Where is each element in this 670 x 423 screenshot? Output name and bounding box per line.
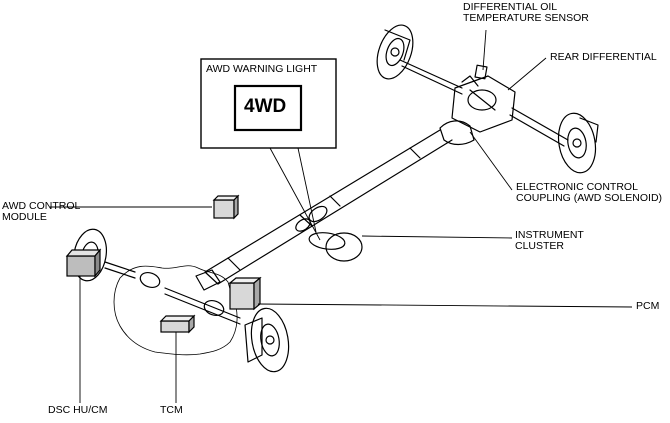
label-electronic-coupling: ELECTRONIC CONTROL COUPLING (AWD SOLENOI… [516, 181, 663, 204]
label-pcm: PCM [636, 300, 660, 312]
leader-warning [297, 147, 317, 233]
leader-warning-2 [269, 147, 321, 241]
warning-box-frame [200, 58, 337, 149]
propeller-shaft [204, 129, 453, 285]
warning-box-title: AWD WARNING LIGHT [206, 63, 318, 75]
transfer-unit [195, 269, 221, 291]
leader-diff-oil [482, 29, 487, 71]
label-rear-differential: REAR DIFFERENTIAL [550, 51, 657, 63]
awd-control-module-side [233, 194, 239, 220]
awd-control-module-box [213, 199, 235, 219]
leader-pcm [257, 303, 633, 308]
tcm-box [160, 320, 190, 333]
engine-outline [113, 265, 238, 356]
leader-rear-diff [507, 57, 547, 91]
rear-right-brake [557, 112, 599, 174]
rear-axle [399, 59, 569, 147]
front-right-brake [244, 307, 290, 373]
label-dsc-hu-cm: DSC HU/CM [48, 404, 108, 416]
instrument-cluster-ovals [308, 232, 363, 262]
label-tcm: TCM [160, 404, 183, 416]
dsc-hu-box [66, 255, 96, 277]
front-drive-shafts [104, 261, 241, 325]
label-diff-oil-sensor: DIFFERENTIAL OIL TEMPERATURE SENSOR [463, 1, 589, 24]
rear-differential [439, 64, 516, 146]
label-awd-control-module: AWD CONTROL MODULE [2, 200, 81, 223]
leader-instrument [361, 235, 513, 239]
label-instrument-cluster: INSTRUMENT CLUSTER [515, 229, 584, 252]
pcm-box [229, 282, 255, 310]
awd-indicator-4wd: 4WD [244, 96, 287, 117]
rear-left-brake [376, 24, 414, 80]
leader-coupling [469, 131, 513, 191]
